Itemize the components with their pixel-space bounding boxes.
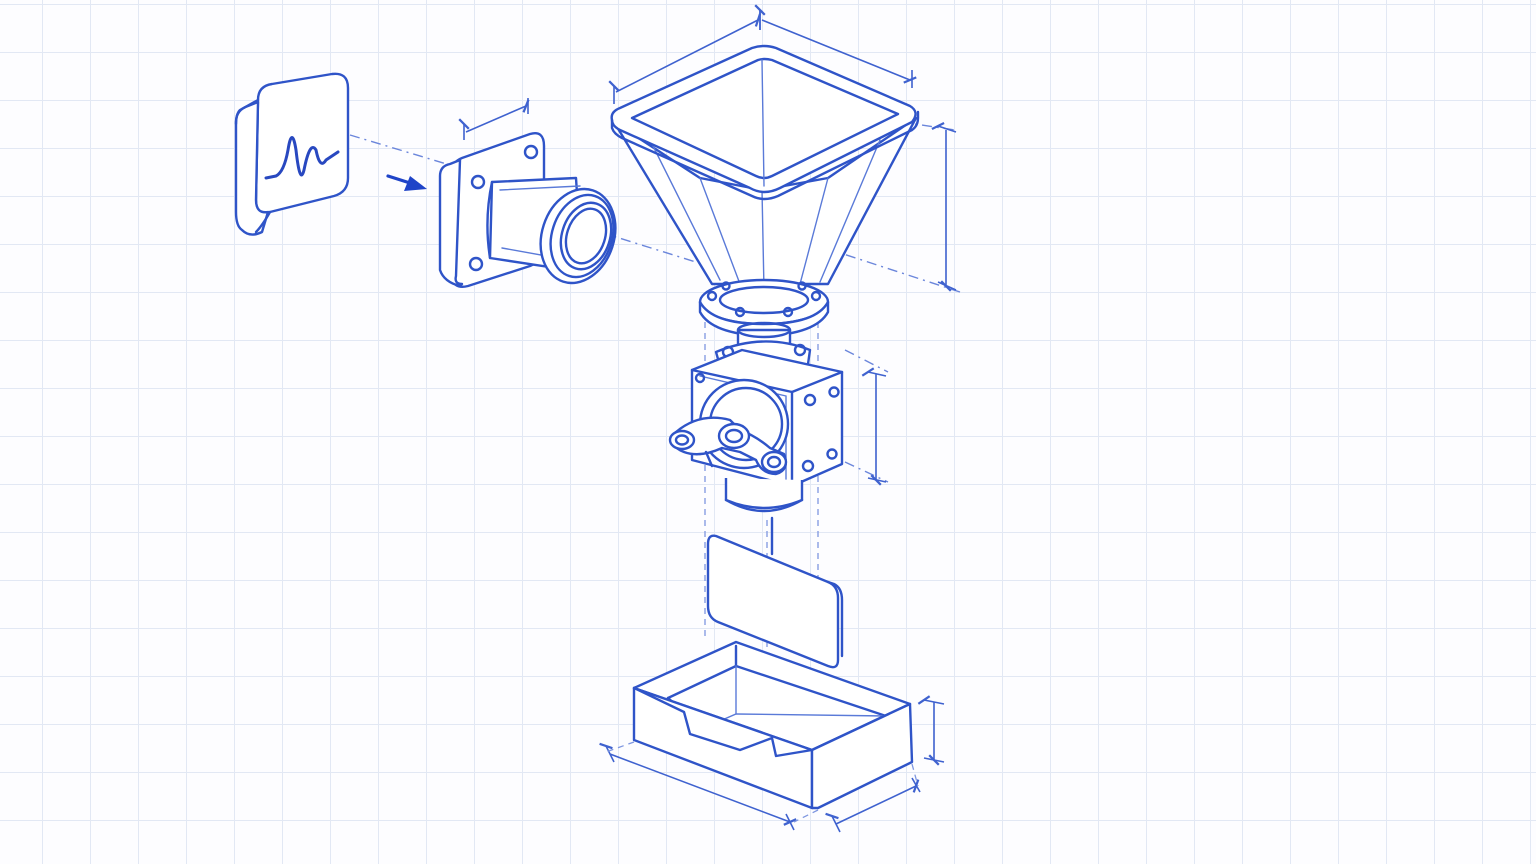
waveform-icon xyxy=(264,136,340,180)
flow-arrow-icon xyxy=(386,174,427,191)
collection-tray xyxy=(632,640,914,810)
dimension-lines xyxy=(464,10,957,833)
rotary-valve xyxy=(668,321,844,556)
sensor-panel xyxy=(234,72,350,236)
diverter-plate xyxy=(706,534,844,669)
inlet-flange xyxy=(438,132,617,288)
hopper-funnel xyxy=(610,44,920,338)
